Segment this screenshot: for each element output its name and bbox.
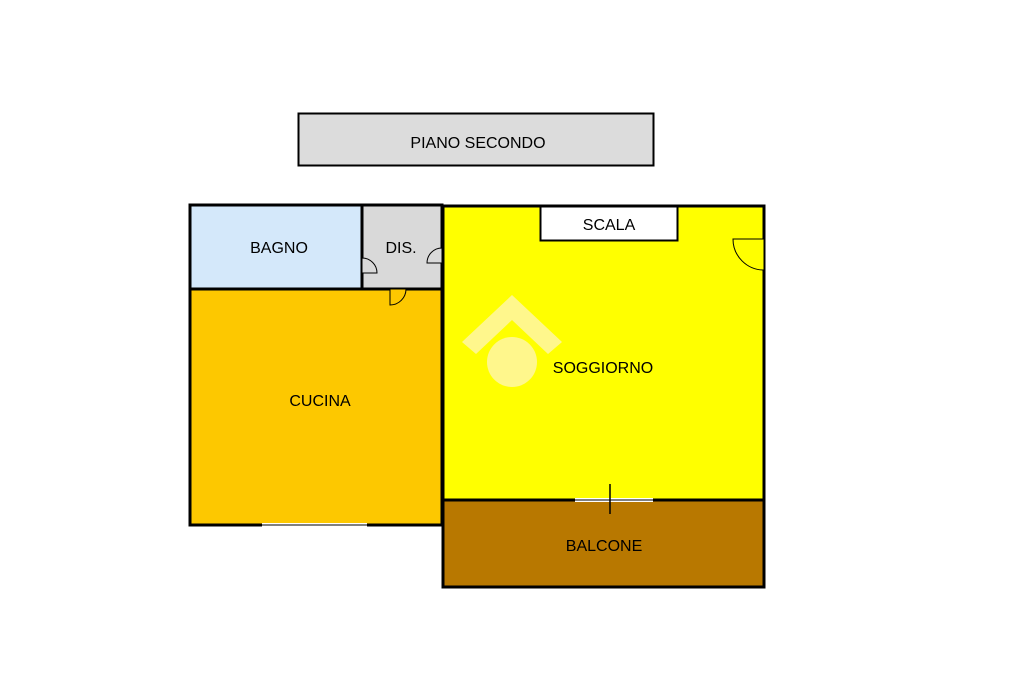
room-balcone [443,500,764,587]
room-cucina [190,289,442,525]
floor-title: PIANO SECONDO [410,135,545,152]
label-balcone: BALCONE [566,538,642,555]
floor-title-box [297,112,655,167]
label-bagno: BAGNO [250,240,308,257]
stair-box [539,205,679,242]
door-swings [361,238,765,306]
room-bagno [190,206,362,289]
label-dis: DIS. [385,240,416,257]
window-openings [262,484,653,527]
room-disimpegno [362,206,442,289]
label-cucina: CUCINA [289,393,351,410]
label-scala: SCALA [583,217,636,234]
label-soggiorno: SOGGIORNO [553,360,653,377]
house-logo-icon [462,295,562,387]
floor-title-banner: PIANO SECONDO [297,112,655,167]
